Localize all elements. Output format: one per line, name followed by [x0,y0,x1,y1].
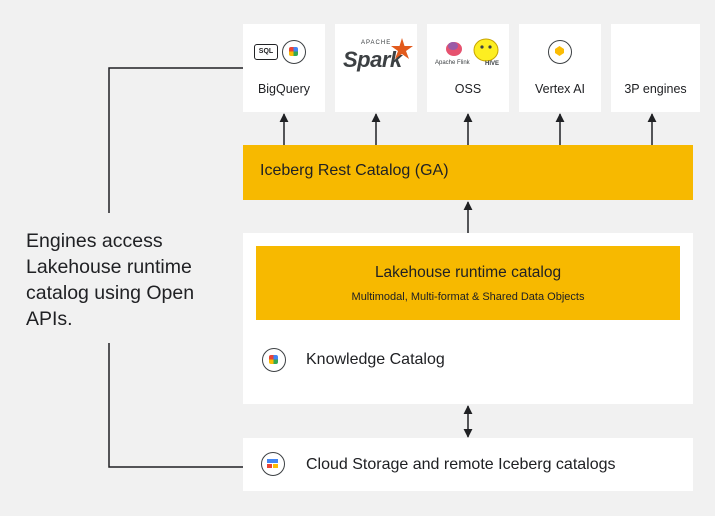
bracket-bottom-line [108,343,246,468]
engine-label-oss: OSS [454,82,482,96]
knowledge-catalog-icon [262,348,286,372]
spark-star-icon [391,38,413,59]
knowledge-catalog-panel: Lakehouse runtime catalog Multimodal, Mu… [243,233,693,404]
engine-card-vertex: Vertex AI [519,24,601,112]
engine-label-3p: 3P engines [624,82,687,96]
engine-card-bigquery: SQL BigQuery [243,24,325,112]
engine-label-bigquery: BigQuery [257,82,311,96]
lakehouse-runtime-catalog: Lakehouse runtime catalog Multimodal, Mu… [256,246,680,320]
flink-icon [446,42,462,56]
iceberg-rest-catalog: Iceberg Rest Catalog (GA) [243,145,693,200]
engine-card-oss: Apache Flink HIVE OSS [427,24,509,112]
bigquery-icon [282,40,306,64]
sql-badge: SQL [254,44,278,60]
cloud-storage-card: Cloud Storage and remote Iceberg catalog… [243,438,693,491]
side-description: Engines access Lakehouse runtime catalog… [26,230,195,330]
engine-label-vertex-ai: Vertex AI [534,82,586,96]
engine-card-3p: 3P engines [611,24,700,112]
engine-card-spark: APACHE Spark [335,24,417,112]
cloud-storage-icon [261,452,285,476]
bracket-top-line [108,67,246,213]
spark-logo: APACHE Spark [341,38,413,78]
hive-icon [473,38,499,62]
vertex-ai-icon [548,40,572,64]
